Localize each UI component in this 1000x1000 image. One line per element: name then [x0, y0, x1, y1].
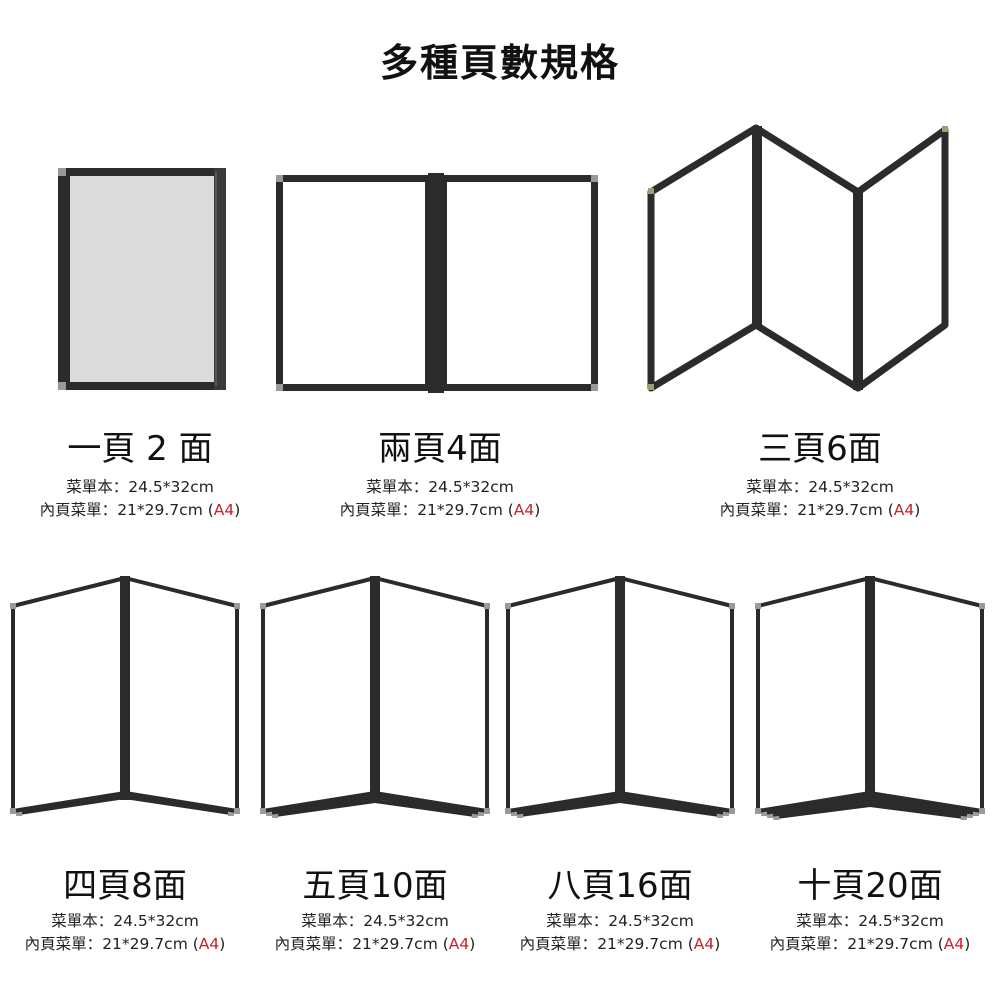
corner-protector	[511, 810, 518, 816]
menu-leaf	[11, 576, 127, 813]
corner-protector	[773, 633, 780, 639]
menu-spine	[865, 576, 875, 800]
corner-protector	[484, 808, 490, 814]
corner-protector	[761, 613, 768, 619]
menu-leaf	[768, 582, 872, 817]
corner-protector	[755, 808, 761, 814]
corner-protector	[722, 613, 729, 619]
corner-protector	[716, 623, 723, 629]
corner-protector	[260, 808, 266, 814]
corner-protector	[979, 808, 985, 814]
item-spec: 菜單本：24.5*32cm 內頁菜單：21*29.7cm (A4)	[339, 478, 541, 519]
menu-leaf	[123, 576, 239, 813]
corner-protector	[511, 613, 518, 619]
item-spec: 菜單本：24.5*32cm 內頁菜單：21*29.7cm (A4)	[274, 912, 476, 953]
corner-protector	[234, 603, 240, 609]
corner-protector	[266, 613, 273, 619]
corner-protector	[477, 810, 484, 816]
corner-protector	[505, 603, 511, 609]
menu-leaf	[273, 582, 377, 817]
corner-protector	[517, 812, 524, 818]
corner-protector	[505, 808, 511, 814]
menu-leaf	[868, 579, 978, 815]
corner-protector	[729, 808, 735, 814]
corner-protector	[767, 812, 774, 818]
menu-leaf	[868, 585, 966, 819]
corner-protector	[227, 613, 234, 619]
corner-protector	[10, 808, 16, 814]
menu-leaf	[618, 582, 722, 817]
menu-leaf	[762, 579, 872, 815]
corner-protector	[517, 623, 524, 629]
corner-protector	[761, 810, 768, 816]
menu-leaf	[506, 576, 622, 813]
menu-leaf	[618, 576, 734, 813]
menu-leaf	[373, 582, 477, 817]
item-spec: 菜單本：24.5*32cm 內頁菜單：21*29.7cm (A4)	[769, 912, 971, 953]
corner-protector	[966, 623, 973, 629]
item-label: 八頁16面	[547, 866, 693, 906]
menu-spine	[370, 576, 380, 800]
menu-leaf	[774, 585, 872, 819]
item-label: 三頁6面	[758, 429, 882, 469]
corner-protector	[484, 603, 490, 609]
menu-leaf	[267, 579, 377, 815]
corner-protector	[960, 814, 967, 820]
page-title: 多種頁數規格	[379, 41, 620, 85]
menu-leaf	[618, 579, 728, 815]
corner-protector	[471, 623, 478, 629]
menu-leaf	[123, 579, 233, 815]
corner-protector	[272, 623, 279, 629]
corner-protector	[966, 812, 973, 818]
corner-protector	[10, 603, 16, 609]
corner-protector	[979, 603, 985, 609]
corner-protector	[477, 613, 484, 619]
corner-protector	[260, 603, 266, 609]
corner-protector	[722, 810, 729, 816]
menu-leaf	[756, 576, 872, 813]
item-label: 十頁20面	[797, 866, 943, 906]
item-spec: 菜單本：24.5*32cm 內頁菜單：21*29.7cm (A4)	[24, 912, 226, 953]
item-spec: 菜單本：24.5*32cm 內頁菜單：21*29.7cm (A4)	[39, 478, 241, 519]
item-label: 兩頁4面	[378, 429, 502, 469]
menu-leaf	[17, 579, 127, 815]
menu-leaf	[868, 576, 984, 813]
corner-protector	[767, 623, 774, 629]
menu-leaf	[518, 582, 622, 817]
item-label: 五頁10面	[302, 866, 448, 906]
corner-protector	[16, 613, 23, 619]
item-spec: 菜單本：24.5*32cm 內頁菜單：21*29.7cm (A4)	[519, 912, 721, 953]
menu-leaf	[868, 582, 972, 817]
menu-spine	[120, 576, 130, 800]
corner-protector	[272, 812, 279, 818]
menu-leaf	[373, 576, 489, 813]
corner-protector	[960, 633, 967, 639]
menu-leaf	[373, 579, 483, 815]
corner-protector	[729, 603, 735, 609]
corner-protector	[773, 814, 780, 820]
menu-leaf	[512, 579, 622, 815]
corner-protector	[266, 810, 273, 816]
corner-protector	[234, 808, 240, 814]
menu-leaf	[261, 576, 377, 813]
item-label: 一頁 2 面	[67, 429, 213, 469]
corner-protector	[471, 812, 478, 818]
corner-protector	[227, 810, 234, 816]
corner-protector	[716, 812, 723, 818]
item-label: 四頁8面	[63, 866, 187, 906]
item-spec: 菜單本：24.5*32cm 內頁菜單：21*29.7cm (A4)	[719, 478, 921, 519]
menu-spine	[615, 576, 625, 800]
corner-protector	[16, 810, 23, 816]
corner-protector	[972, 810, 979, 816]
corner-protector	[755, 603, 761, 609]
corner-protector	[972, 613, 979, 619]
